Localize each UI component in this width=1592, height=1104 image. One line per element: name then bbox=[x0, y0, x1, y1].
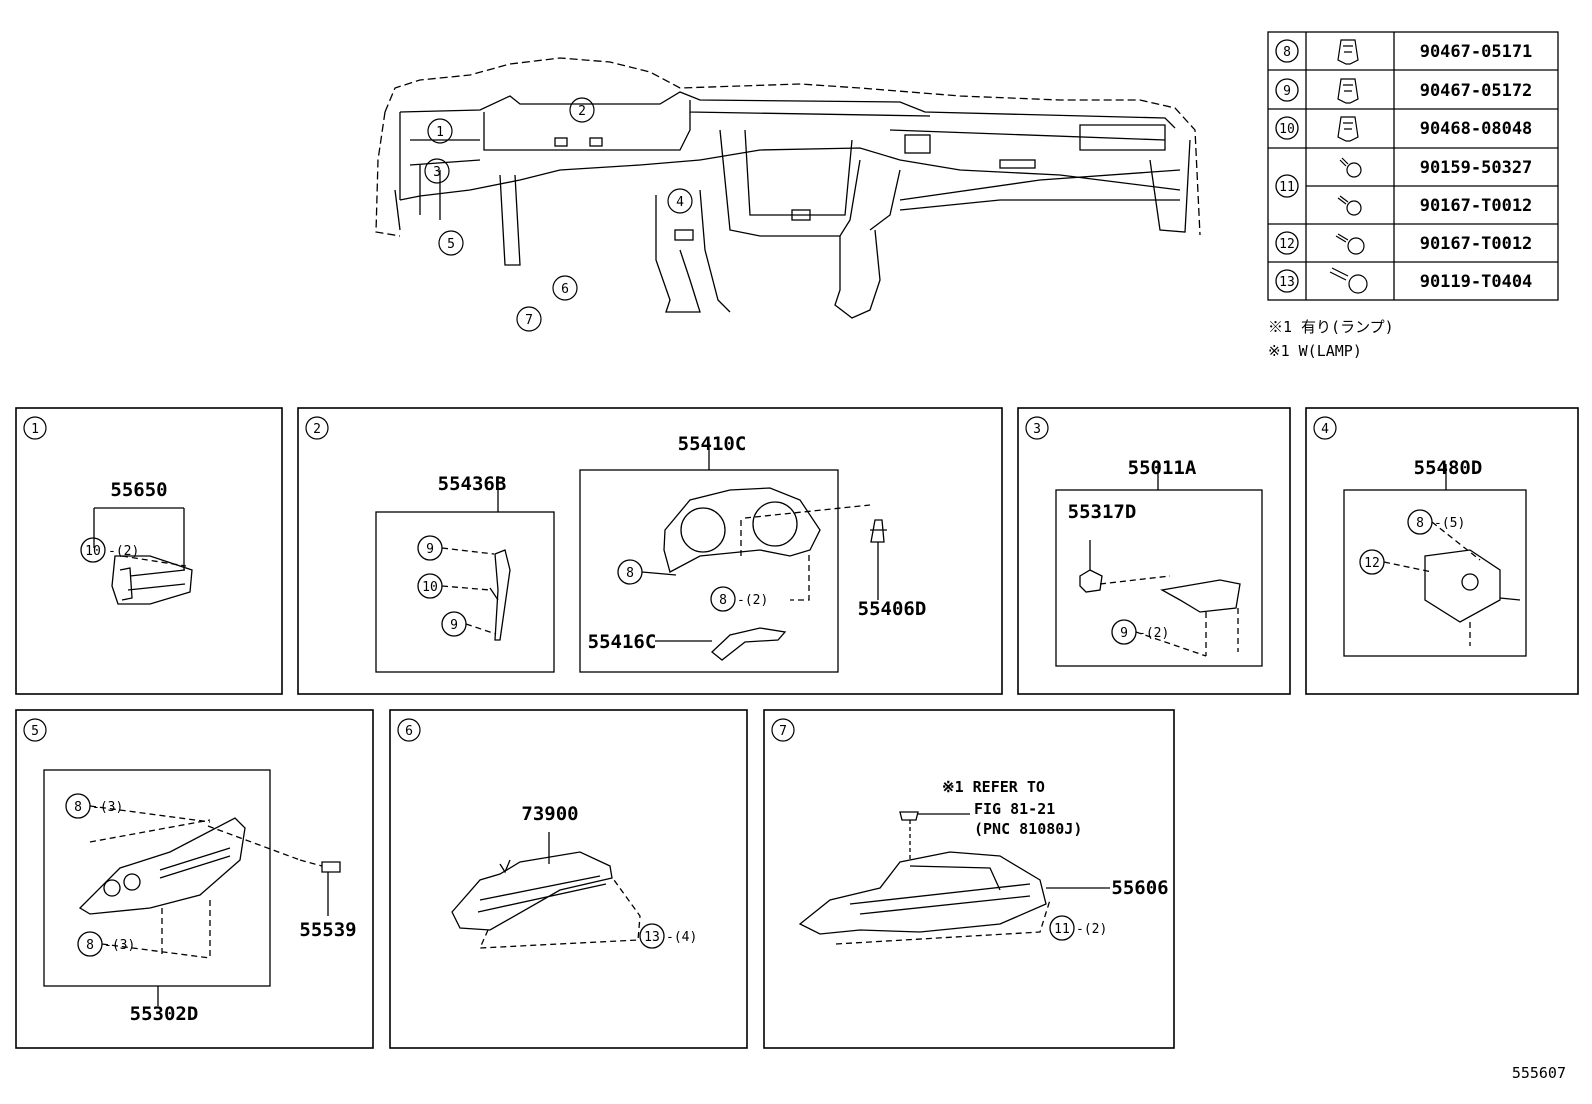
callout-number: 10 bbox=[422, 580, 438, 595]
part-label: 55436B bbox=[438, 473, 507, 495]
clip-icon bbox=[1337, 78, 1359, 104]
quantity: -(5) bbox=[1434, 516, 1465, 531]
callout-5: 5 bbox=[447, 237, 455, 252]
panel-5-drawing bbox=[43, 769, 341, 1006]
callout-number: 10 bbox=[85, 544, 101, 559]
panel-6-drawing bbox=[451, 832, 665, 949]
panel-2-drawing bbox=[375, 442, 887, 673]
part-label: 55406D bbox=[858, 598, 927, 620]
figure-code: 555607 bbox=[1512, 1064, 1566, 1082]
panel-7-drawing bbox=[798, 811, 1110, 945]
part-number: 90467-05171 bbox=[1420, 42, 1533, 62]
part-number: 90468-08048 bbox=[1420, 119, 1533, 139]
part-label: 55480D bbox=[1414, 457, 1483, 479]
table-ref-13: 13 bbox=[1279, 275, 1295, 290]
clip-icon bbox=[1337, 39, 1359, 65]
main-dashboard-drawing bbox=[375, 57, 1201, 319]
callout-4: 4 bbox=[676, 195, 684, 210]
callout-number: 9 bbox=[450, 618, 458, 633]
bolt-icon bbox=[1329, 267, 1368, 294]
callout-2: 2 bbox=[578, 104, 586, 119]
callout-6: 6 bbox=[561, 282, 569, 297]
callout-number: 8 bbox=[74, 800, 82, 815]
part-number: 90119-T0404 bbox=[1420, 272, 1533, 292]
callout-number: 9 bbox=[1120, 626, 1128, 641]
panel-number: 3 bbox=[1033, 422, 1041, 437]
callout-number: 8 bbox=[1416, 516, 1424, 531]
note-line: ※1 W(LAMP) bbox=[1268, 342, 1362, 360]
panel-number-circles bbox=[23, 416, 1337, 742]
part-label: 55011A bbox=[1128, 457, 1197, 479]
part-label: 55606 bbox=[1111, 877, 1168, 899]
table-ref-10: 10 bbox=[1279, 122, 1295, 137]
clip-icon bbox=[1337, 116, 1359, 142]
panel-number: 2 bbox=[313, 422, 321, 437]
quantity: -(2) bbox=[1076, 922, 1107, 937]
quantity: -(2) bbox=[737, 593, 768, 608]
part-label: 55302D bbox=[130, 1003, 199, 1025]
panel-number: 5 bbox=[31, 724, 39, 739]
panel-number: 4 bbox=[1321, 422, 1329, 437]
panel-number: 6 bbox=[405, 724, 413, 739]
part-label: 55539 bbox=[299, 919, 356, 941]
note-line: (PNC 81080J) bbox=[974, 820, 1082, 838]
part-number: 90467-05172 bbox=[1420, 81, 1533, 101]
part-number: 90159-50327 bbox=[1420, 158, 1533, 178]
callout-number: 9 bbox=[426, 542, 434, 557]
bolt-icon bbox=[1335, 233, 1365, 255]
part-label: 73900 bbox=[521, 803, 578, 825]
quantity: -(3) bbox=[92, 800, 123, 815]
part-label: 55416C bbox=[588, 631, 657, 653]
panel-number: 7 bbox=[779, 724, 787, 739]
panel-3-drawing bbox=[1055, 464, 1263, 667]
panel-frames bbox=[15, 407, 1579, 1049]
callout-number: 8 bbox=[719, 593, 727, 608]
quantity: -(2) bbox=[108, 544, 139, 559]
table-ref-11: 11 bbox=[1279, 180, 1295, 195]
note-line: ※1 REFER TO bbox=[942, 778, 1045, 796]
bolt-icon bbox=[1337, 195, 1362, 216]
table-ref-9: 9 bbox=[1283, 84, 1291, 99]
callout-number: 12 bbox=[1364, 556, 1380, 571]
part-number: 90167-T0012 bbox=[1420, 234, 1533, 254]
note-line: ※1 有り(ランプ) bbox=[1268, 318, 1394, 336]
bolt-icon bbox=[1339, 157, 1362, 178]
part-label: 55650 bbox=[110, 479, 167, 501]
callout-1: 1 bbox=[436, 125, 444, 140]
note-line: FIG 81-21 bbox=[974, 800, 1055, 818]
table-ref-8: 8 bbox=[1283, 45, 1291, 60]
main-callouts bbox=[424, 97, 693, 332]
callout-7: 7 bbox=[525, 313, 533, 328]
callout-number: 13 bbox=[644, 930, 660, 945]
callout-number: 11 bbox=[1054, 922, 1070, 937]
part-number: 90167-T0012 bbox=[1420, 196, 1533, 216]
quantity: -(3) bbox=[104, 938, 135, 953]
quantity: -(4) bbox=[666, 930, 697, 945]
part-label: 55410C bbox=[678, 433, 747, 455]
fastener-table bbox=[1267, 31, 1559, 301]
callout-3: 3 bbox=[433, 165, 441, 180]
table-ref-12: 12 bbox=[1279, 237, 1295, 252]
panel-1-drawing bbox=[80, 507, 193, 605]
callout-number: 8 bbox=[626, 566, 634, 581]
callout-number: 8 bbox=[86, 938, 94, 953]
panel-4-drawing bbox=[1343, 464, 1527, 657]
quantity: -(2) bbox=[1138, 626, 1169, 641]
panel-number: 1 bbox=[31, 422, 39, 437]
part-label: 55317D bbox=[1068, 501, 1137, 523]
